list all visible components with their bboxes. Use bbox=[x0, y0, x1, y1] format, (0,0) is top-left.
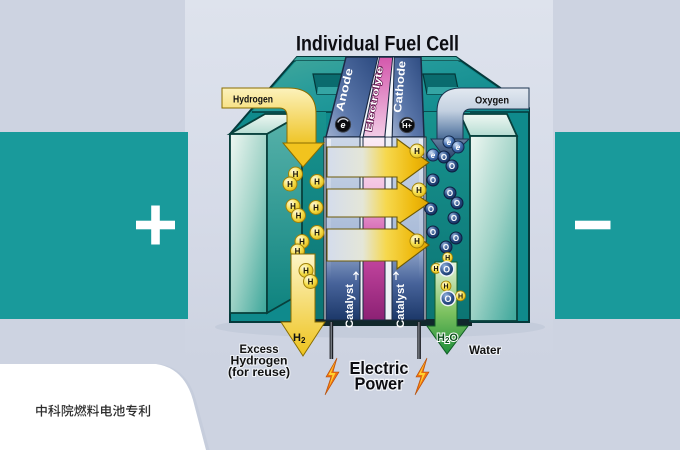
svg-text:O: O bbox=[443, 264, 450, 274]
svg-text:H2: H2 bbox=[293, 332, 306, 345]
svg-text:Oxygen: Oxygen bbox=[475, 96, 509, 107]
svg-text:Catalyst: Catalyst bbox=[395, 284, 407, 328]
svg-text:Electric: Electric bbox=[350, 358, 409, 378]
svg-text:e: e bbox=[340, 120, 345, 130]
svg-text:(for reuse): (for reuse) bbox=[228, 367, 290, 379]
svg-text:Excess: Excess bbox=[240, 344, 279, 356]
svg-text:Catalyst: Catalyst bbox=[344, 284, 356, 328]
svg-text:H: H bbox=[458, 293, 463, 300]
svg-text:Hydrogen: Hydrogen bbox=[231, 356, 288, 368]
svg-text:Individual Fuel Cell: Individual Fuel Cell bbox=[296, 33, 459, 56]
svg-text:O: O bbox=[444, 294, 451, 304]
svg-text:H+: H+ bbox=[402, 121, 412, 130]
svg-text:Cathode: Cathode bbox=[392, 60, 408, 113]
svg-text:H: H bbox=[445, 255, 450, 262]
svg-text:Water: Water bbox=[469, 345, 502, 357]
svg-text:H2O: H2O bbox=[437, 332, 458, 345]
svg-text:H: H bbox=[443, 284, 448, 291]
svg-text:H: H bbox=[433, 266, 438, 273]
svg-text:Power: Power bbox=[355, 374, 404, 394]
svg-text:Hydrogen: Hydrogen bbox=[233, 95, 273, 106]
